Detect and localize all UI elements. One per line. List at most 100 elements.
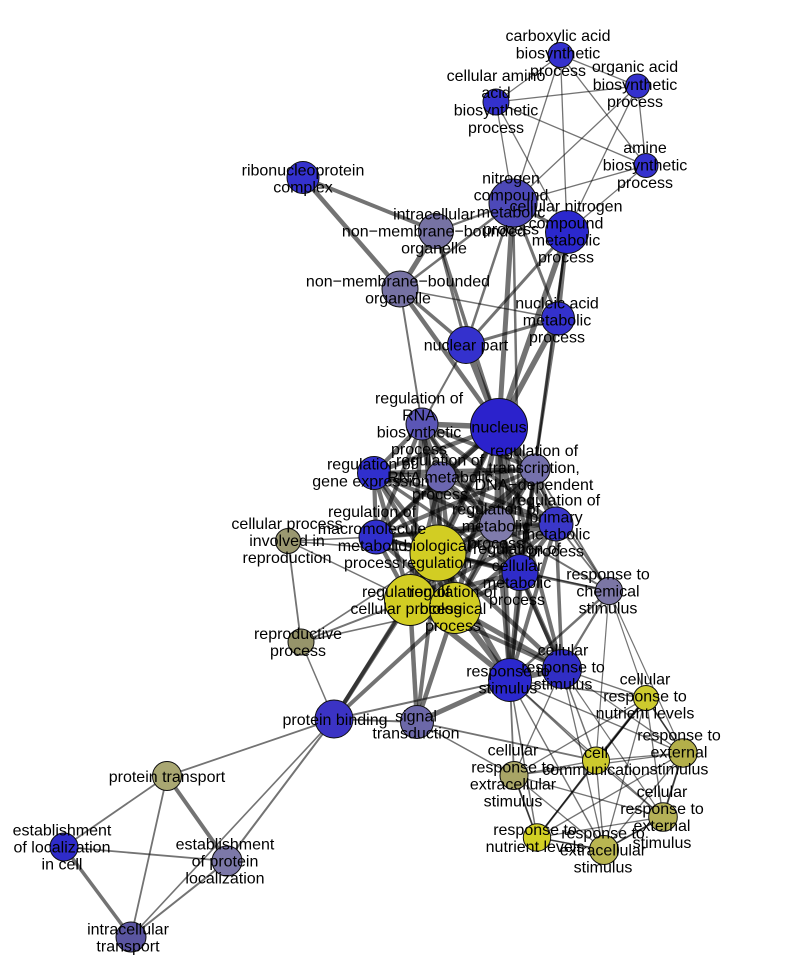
svg-text:nitrogen: nitrogen bbox=[482, 171, 540, 188]
svg-text:process: process bbox=[528, 544, 584, 561]
svg-text:compound: compound bbox=[474, 188, 549, 205]
svg-text:metabolic: metabolic bbox=[523, 313, 591, 330]
svg-text:stimulus: stimulus bbox=[650, 762, 709, 779]
svg-text:nuclear part: nuclear part bbox=[424, 338, 509, 355]
svg-text:response to: response to bbox=[466, 664, 550, 681]
svg-text:cellular: cellular bbox=[488, 743, 539, 760]
svg-text:response to: response to bbox=[561, 826, 645, 843]
svg-text:metabolic: metabolic bbox=[483, 575, 551, 592]
svg-text:regulation of: regulation of bbox=[409, 584, 498, 601]
svg-text:regulation: regulation bbox=[402, 555, 472, 572]
svg-text:reproductive: reproductive bbox=[254, 626, 342, 643]
svg-text:cellular: cellular bbox=[538, 643, 589, 660]
svg-text:stimulus: stimulus bbox=[484, 794, 543, 811]
svg-text:response to: response to bbox=[471, 760, 555, 777]
svg-text:RNA: RNA bbox=[402, 408, 436, 425]
svg-text:response to: response to bbox=[620, 801, 704, 818]
svg-text:biosynthetic: biosynthetic bbox=[593, 77, 678, 94]
svg-text:organelle: organelle bbox=[365, 291, 431, 308]
svg-text:cellular process: cellular process bbox=[231, 516, 342, 533]
svg-text:cellular: cellular bbox=[637, 784, 688, 801]
svg-text:process: process bbox=[468, 120, 524, 137]
svg-text:regulation of: regulation of bbox=[512, 493, 601, 510]
svg-text:intracellular: intracellular bbox=[87, 922, 169, 939]
svg-text:external: external bbox=[651, 745, 708, 762]
svg-text:non−membrane−bounded: non−membrane−bounded bbox=[342, 224, 526, 241]
svg-text:process: process bbox=[530, 63, 586, 80]
svg-text:extracellular: extracellular bbox=[560, 843, 647, 860]
svg-text:stimulus: stimulus bbox=[579, 601, 638, 618]
svg-text:cellular process: cellular process bbox=[350, 601, 461, 618]
svg-text:carboxylic acid: carboxylic acid bbox=[506, 28, 611, 45]
svg-text:organic acid: organic acid bbox=[592, 59, 678, 76]
svg-text:regulation of: regulation of bbox=[328, 504, 417, 521]
svg-text:process: process bbox=[412, 487, 468, 504]
svg-text:process: process bbox=[607, 94, 663, 111]
svg-text:process: process bbox=[617, 175, 673, 192]
svg-text:process: process bbox=[270, 643, 326, 660]
svg-text:extracellular: extracellular bbox=[470, 777, 557, 794]
svg-text:establishment: establishment bbox=[176, 837, 275, 854]
svg-text:protein transport: protein transport bbox=[109, 769, 226, 786]
svg-text:response to: response to bbox=[521, 660, 605, 677]
svg-text:metabolic: metabolic bbox=[338, 538, 406, 555]
svg-text:regulation of: regulation of bbox=[490, 443, 579, 460]
svg-text:cellular nitrogen: cellular nitrogen bbox=[510, 199, 623, 216]
svg-text:complex: complex bbox=[273, 180, 333, 197]
svg-text:cell: cell bbox=[584, 745, 608, 762]
svg-text:compound: compound bbox=[529, 216, 604, 233]
svg-text:organelle: organelle bbox=[401, 241, 467, 258]
svg-text:involved in: involved in bbox=[249, 533, 325, 550]
svg-text:biological: biological bbox=[404, 538, 471, 555]
svg-text:ribonucleoprotein: ribonucleoprotein bbox=[242, 163, 365, 180]
svg-text:primary: primary bbox=[529, 510, 582, 527]
svg-text:regulation of: regulation of bbox=[362, 584, 451, 601]
svg-text:nutrient levels: nutrient levels bbox=[486, 839, 585, 856]
svg-text:stimulus: stimulus bbox=[633, 835, 692, 852]
svg-text:acid: acid bbox=[481, 85, 510, 102]
svg-text:metabolic: metabolic bbox=[462, 519, 530, 536]
svg-text:metabolic: metabolic bbox=[477, 205, 545, 222]
svg-text:RNA metabolic: RNA metabolic bbox=[387, 470, 493, 487]
svg-text:biological: biological bbox=[420, 601, 487, 618]
svg-text:stimulus: stimulus bbox=[534, 677, 593, 694]
svg-text:of localization: of localization bbox=[14, 840, 111, 857]
svg-text:response to: response to bbox=[566, 567, 650, 584]
svg-text:cellular amino: cellular amino bbox=[447, 68, 546, 85]
svg-text:establishment: establishment bbox=[13, 823, 112, 840]
svg-text:process: process bbox=[529, 330, 585, 347]
svg-text:transport: transport bbox=[96, 939, 160, 956]
svg-text:regulation of: regulation of bbox=[375, 391, 464, 408]
svg-text:response to: response to bbox=[603, 689, 687, 706]
svg-text:in cell: in cell bbox=[42, 857, 83, 874]
svg-text:protein binding: protein binding bbox=[283, 712, 388, 729]
svg-text:regulation of: regulation of bbox=[396, 453, 485, 470]
svg-text:process: process bbox=[344, 555, 400, 572]
svg-text:macromolecule: macromolecule bbox=[318, 521, 427, 538]
svg-text:process: process bbox=[468, 536, 524, 553]
svg-text:intracellular: intracellular bbox=[393, 207, 475, 224]
svg-text:metabolic: metabolic bbox=[532, 233, 600, 250]
svg-text:biosynthetic: biosynthetic bbox=[454, 103, 539, 120]
svg-text:external: external bbox=[634, 818, 691, 835]
svg-text:localization: localization bbox=[185, 871, 264, 888]
svg-text:process: process bbox=[425, 618, 481, 635]
svg-text:nucleic acid: nucleic acid bbox=[515, 296, 599, 313]
svg-text:process: process bbox=[538, 250, 594, 267]
svg-text:transduction: transduction bbox=[372, 726, 459, 743]
svg-text:stimulus: stimulus bbox=[479, 681, 538, 698]
svg-text:cellular: cellular bbox=[620, 672, 671, 689]
svg-text:nutrient levels: nutrient levels bbox=[596, 706, 695, 723]
svg-text:regulation of: regulation of bbox=[473, 541, 562, 558]
svg-text:communication: communication bbox=[542, 762, 650, 779]
svg-text:of protein: of protein bbox=[192, 854, 259, 871]
svg-text:gene expression: gene expression bbox=[312, 474, 429, 491]
svg-text:nucleus: nucleus bbox=[471, 420, 526, 437]
svg-text:chemical: chemical bbox=[576, 584, 639, 601]
svg-text:response to: response to bbox=[637, 728, 721, 745]
svg-text:stimulus: stimulus bbox=[574, 860, 633, 877]
svg-text:process: process bbox=[391, 442, 447, 459]
svg-text:biosynthetic: biosynthetic bbox=[603, 158, 688, 175]
svg-text:regulation of: regulation of bbox=[452, 502, 541, 519]
svg-text:DNA−dependent: DNA−dependent bbox=[475, 477, 594, 494]
